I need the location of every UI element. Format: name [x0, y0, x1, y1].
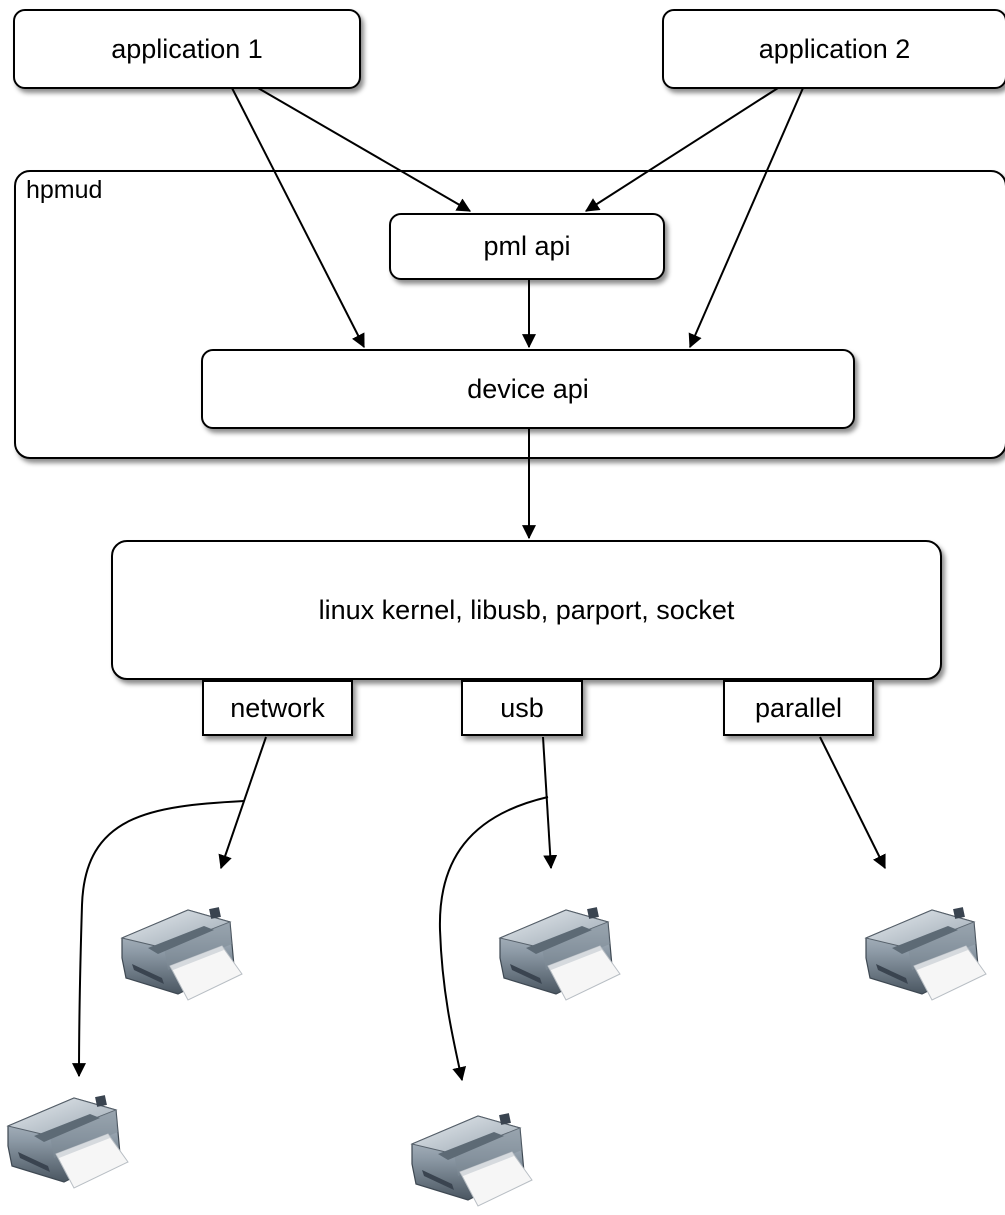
parallel-port-label: parallel [754, 692, 843, 723]
arrow-parallel-to-printer [819, 736, 886, 870]
application-2-box: application 2 [662, 9, 1005, 89]
kernel-box: linux kernel, libusb, parport, socket [111, 540, 942, 680]
printer-icon [118, 904, 243, 1004]
printer-icon [862, 904, 987, 1004]
pml-api-label: pml api [483, 231, 571, 261]
printer-icon [496, 904, 621, 1004]
arrow-network-to-printer [218, 736, 267, 870]
device-api-label: device api [467, 373, 589, 404]
application-2-label: application 2 [758, 33, 911, 64]
printer-icon [408, 1110, 533, 1210]
hpmud-label: hpmud [26, 176, 103, 204]
device-api-box: device api [201, 349, 855, 429]
network-port-label: network [230, 692, 325, 723]
usb-port: usb [461, 680, 583, 736]
pml-api-box: pml api [389, 213, 665, 280]
parallel-port: parallel [723, 680, 874, 736]
application-1-box: application 1 [13, 9, 361, 89]
arrow-usb-to-printer [542, 736, 558, 870]
usb-port-label: usb [500, 692, 544, 723]
network-port: network [202, 680, 353, 736]
printer-icon [4, 1092, 129, 1192]
kernel-label: linux kernel, libusb, parport, socket [318, 594, 735, 625]
application-1-label: application 1 [111, 33, 263, 64]
